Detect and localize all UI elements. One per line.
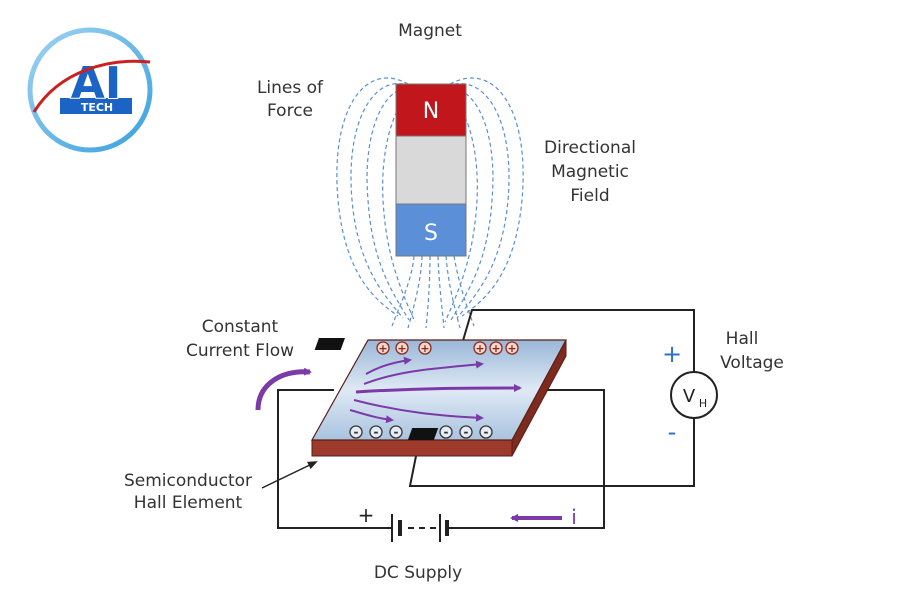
directional-field-label-2: Magnetic bbox=[551, 162, 629, 182]
hall-voltage-label-1: Hall bbox=[726, 329, 759, 349]
svg-text:+: + bbox=[507, 342, 516, 355]
directional-field-label-3: Field bbox=[570, 186, 609, 206]
positive-charge: + bbox=[473, 341, 487, 355]
magnet-south-pole bbox=[395, 203, 467, 257]
negative-charge: - bbox=[349, 425, 363, 439]
svg-text:-: - bbox=[484, 425, 489, 439]
negative-charge: - bbox=[369, 425, 383, 439]
hall-voltage-label-2: Voltage bbox=[720, 353, 784, 373]
semiconductor-label-1: Semiconductor bbox=[124, 471, 252, 491]
text-labels: Magnet Lines of Force Directional Magnet… bbox=[124, 21, 784, 583]
dc-battery bbox=[391, 514, 449, 542]
voltmeter-circle bbox=[670, 371, 718, 419]
hall-minus-sign: - bbox=[668, 418, 677, 446]
magnet-middle bbox=[395, 135, 467, 205]
current-symbol: i bbox=[571, 505, 577, 529]
constant-current-label-2: Current Flow bbox=[186, 341, 294, 361]
hall-plus-sign: + bbox=[662, 340, 682, 368]
north-label: N bbox=[423, 99, 439, 124]
svg-text:+: + bbox=[475, 342, 484, 355]
positive-charge: + bbox=[489, 341, 503, 355]
hall-voltmeter: V H bbox=[670, 371, 718, 419]
south-label: S bbox=[424, 221, 438, 246]
hall-contact-bottom bbox=[407, 428, 439, 440]
svg-text:-: - bbox=[354, 425, 359, 439]
ai-tech-logo: AI TECH bbox=[27, 27, 153, 153]
hall-contact-top bbox=[314, 338, 345, 350]
semiconductor-plate: + + + + + + - - - - - - bbox=[310, 338, 568, 457]
hall-wire-top bbox=[461, 309, 695, 372]
magnet-label: Magnet bbox=[398, 21, 462, 41]
directional-field-label-1: Directional bbox=[544, 138, 636, 158]
constant-current-label-1: Constant bbox=[202, 317, 279, 337]
negative-charge: - bbox=[479, 425, 493, 439]
positive-charge: + bbox=[505, 341, 519, 355]
logo-sub-band bbox=[60, 98, 132, 114]
svg-text:+: + bbox=[378, 342, 387, 355]
negative-charges: - - - - - - bbox=[349, 425, 493, 439]
logo-ring bbox=[27, 27, 153, 153]
lines-of-force-label-1: Lines of bbox=[257, 78, 324, 98]
plate-front-edge bbox=[311, 439, 513, 457]
semiconductor-label-2: Hall Element bbox=[134, 493, 243, 513]
svg-text:-: - bbox=[394, 425, 399, 439]
voltmeter-symbol: V bbox=[683, 386, 696, 407]
dc-supply-label: DC Supply bbox=[374, 563, 462, 583]
constant-current-arrow bbox=[255, 367, 312, 411]
svg-text:+: + bbox=[491, 342, 500, 355]
negative-charge: - bbox=[439, 425, 453, 439]
svg-text:-: - bbox=[444, 425, 449, 439]
battery-plus-sign: + bbox=[358, 503, 375, 527]
svg-text:+: + bbox=[420, 342, 429, 355]
current-wire-right bbox=[446, 389, 605, 529]
hall-wire-bottom bbox=[408, 418, 695, 487]
logo-swoosh bbox=[32, 59, 151, 113]
svg-text:-: - bbox=[374, 425, 379, 439]
bar-magnet: N S bbox=[395, 83, 467, 257]
magnet-north-pole bbox=[395, 83, 467, 137]
current-flow-arrows bbox=[349, 356, 522, 424]
lines-of-force-label-2: Force bbox=[267, 101, 313, 121]
negative-charge: - bbox=[459, 425, 473, 439]
svg-text:-: - bbox=[464, 425, 469, 439]
semiconductor-pointer-arrow bbox=[261, 461, 318, 489]
svg-text:+: + bbox=[397, 342, 406, 355]
positive-charges: + + + + + + bbox=[376, 341, 519, 355]
positive-charge: + bbox=[418, 341, 432, 355]
positive-charge: + bbox=[376, 341, 390, 355]
voltmeter-subscript: H bbox=[699, 397, 707, 410]
negative-charge: - bbox=[389, 425, 403, 439]
current-wire-left bbox=[277, 389, 392, 529]
circuit-wires bbox=[277, 309, 695, 529]
positive-charge: + bbox=[395, 341, 409, 355]
logo-sub-text: TECH bbox=[81, 101, 113, 114]
